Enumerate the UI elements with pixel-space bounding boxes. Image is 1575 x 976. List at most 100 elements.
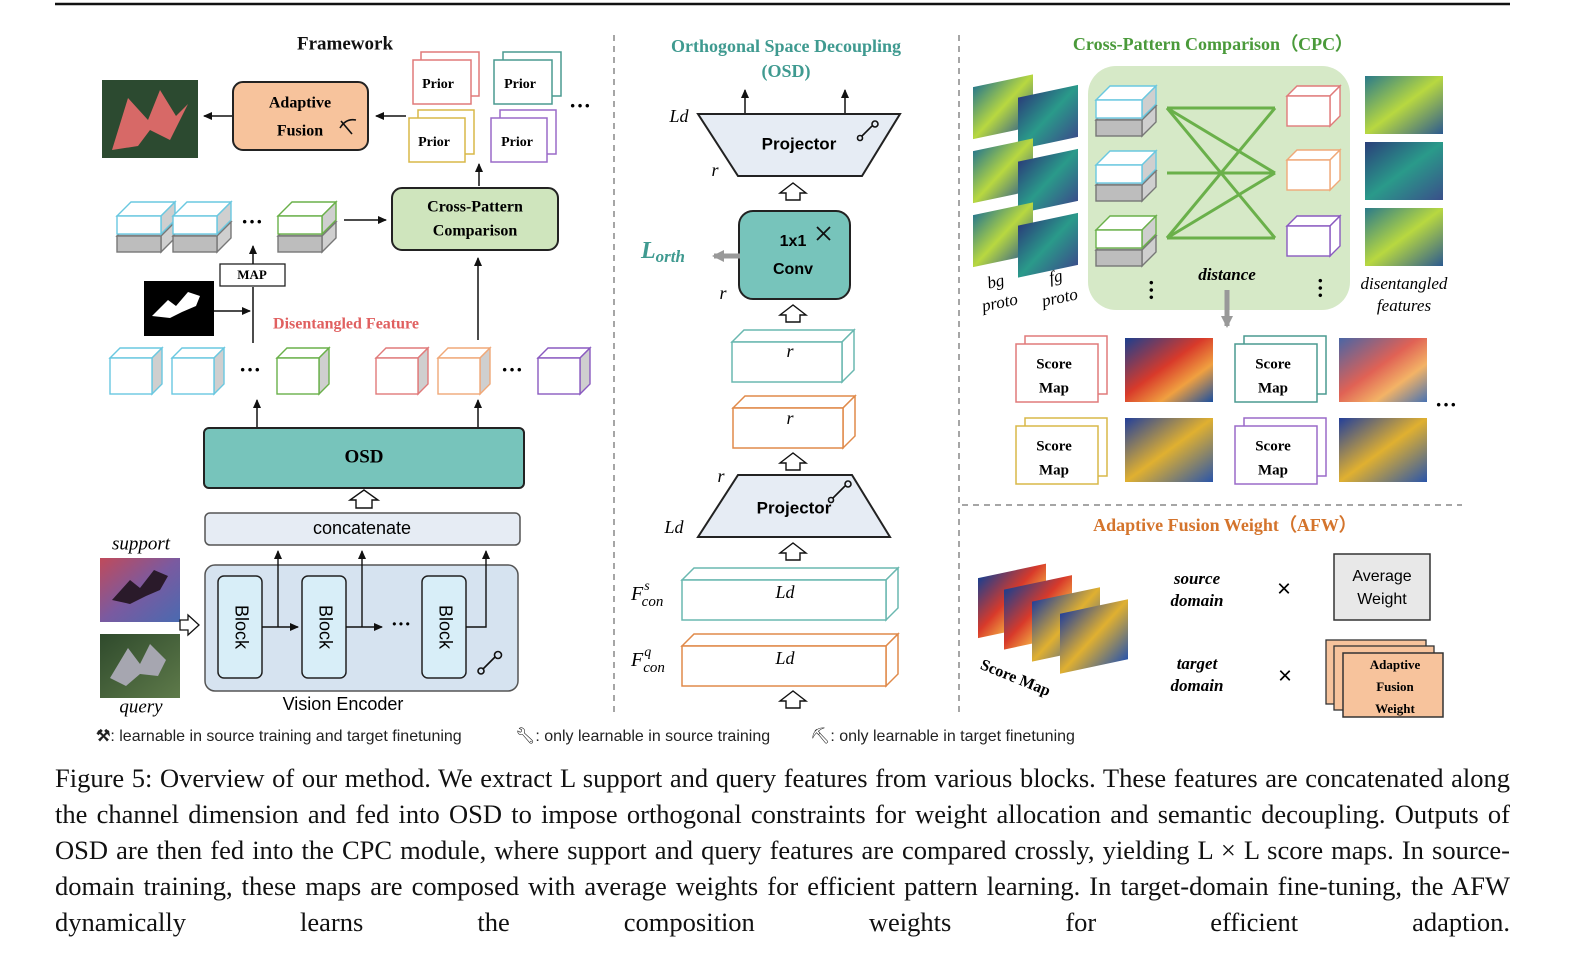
svg-text:r: r [786, 341, 794, 361]
legend-item-1: ⚒: learnable in source training and targ… [96, 728, 462, 745]
feature-cuboid-orange-r: r [731, 394, 857, 450]
score-heatmap-1 [1125, 338, 1213, 402]
svg-text:Ld: Ld [774, 648, 795, 668]
svg-text:Ld: Ld [663, 517, 684, 537]
score-map-purple: Score Map [1234, 417, 1327, 485]
osd-title-line1: Orthogonal Space Decoupling [671, 36, 901, 56]
score-heatmap-4 [1339, 418, 1427, 482]
disentangled-feature-label: Disentangled Feature [273, 316, 419, 333]
disentangled-cube-2 [170, 346, 226, 396]
svg-text:Score: Score [1036, 438, 1072, 454]
prior-stack-purple: Prior [490, 109, 557, 163]
cross-comparison-lines [1165, 106, 1277, 240]
proto-ellipsis: ··· [241, 209, 263, 234]
svg-text:Score: Score [1255, 438, 1291, 454]
cross-pattern-box [391, 187, 559, 251]
projector-top [696, 113, 902, 177]
prototype-cube-row [115, 200, 338, 254]
hammer-wrench-icon [816, 226, 831, 241]
block-2: Block [301, 575, 347, 679]
pickaxe-icon: ⛏︎ [810, 728, 831, 745]
left-cube-ellipsis: ··· [239, 357, 261, 382]
query-image [100, 634, 180, 698]
block-1: Block [217, 575, 263, 679]
svg-text:Ld: Ld [668, 106, 689, 126]
projector-bottom-label: Projector [757, 498, 832, 517]
svg-text:target: target [1177, 654, 1219, 673]
osd-box [203, 427, 525, 489]
svg-text:r: r [719, 283, 727, 303]
prior-ellipsis: ··· [569, 93, 591, 118]
svg-text:domain: domain [1171, 676, 1224, 695]
cpc-cube-top-1 [1094, 84, 1158, 120]
wrench-icon [856, 120, 879, 142]
disentangled-cube-4 [374, 346, 430, 396]
svg-text:×: × [1277, 575, 1291, 602]
feature-cuboid-query: Ld [680, 632, 900, 688]
svg-text:Average: Average [1352, 568, 1411, 585]
conv-line1: 1x1 [780, 233, 807, 250]
disentangled-cube-3 [275, 346, 331, 396]
disentangled-cube-1 [108, 346, 164, 396]
score-heatmap-3 [1125, 418, 1213, 482]
proto-cube-top-1 [115, 200, 177, 236]
query-label: query [119, 696, 163, 717]
svg-text:Map: Map [1258, 462, 1288, 478]
svg-text:Block: Block [231, 605, 251, 650]
cpc-left-cube-stacks [1094, 84, 1158, 268]
svg-text:···: ··· [1435, 392, 1457, 417]
support-label: support [112, 533, 171, 554]
hammer-wrench-icon: ⚒ [96, 728, 111, 745]
osd-label: OSD [344, 446, 383, 467]
svg-text:Weight: Weight [1375, 701, 1415, 716]
disentangled-features-line1: disentangled [1361, 274, 1448, 293]
svg-text:r: r [786, 408, 794, 428]
adaptive-fusion-line1: Adaptive [269, 95, 331, 112]
cross-pattern-line1: Cross-Pattern [427, 199, 523, 216]
svg-text:Block: Block [315, 605, 335, 650]
svg-text:source: source [1173, 569, 1221, 588]
disentangled-cube-6 [536, 346, 592, 396]
proto-cube-top-3 [276, 200, 338, 236]
svg-text:Prior: Prior [501, 135, 533, 150]
average-weight-box: Average Weight [1333, 553, 1431, 621]
score-map-yellow: Score Map [1015, 417, 1108, 485]
conv-box [738, 210, 851, 300]
disentangled-feature-maps [1365, 76, 1443, 266]
wrench-icon [477, 650, 503, 675]
svg-text:···: ··· [1139, 279, 1164, 301]
input-hollow-arrow [179, 613, 200, 637]
svg-text:Prior: Prior [504, 77, 536, 92]
svg-text:×: × [1278, 662, 1292, 689]
svg-text:Prior: Prior [422, 77, 454, 92]
map-label: MAP [237, 267, 267, 282]
legend-item-3: ⛏︎: only learnable in target finetuning [810, 728, 1075, 745]
disentangled-cube-5 [436, 346, 492, 396]
prior-stack-yellow: Prior [408, 109, 475, 163]
disentangled-cube-row [108, 346, 592, 396]
svg-text:Map: Map [1258, 380, 1288, 396]
cpc-cube-top-2 [1094, 149, 1158, 185]
svg-text:Weight: Weight [1357, 591, 1407, 608]
adaptive-fusion-weight-box: Adaptive Fusion Weight [1325, 639, 1444, 718]
svg-text:domain: domain [1171, 591, 1224, 610]
svg-text:Adaptive: Adaptive [1370, 657, 1421, 672]
figure-diagram: Framework Adaptive Fusion Prior Prior Pr… [55, 2, 1510, 718]
prior-stack-teal: Prior [493, 51, 562, 105]
pickaxe-icon [339, 118, 357, 135]
svg-text:Ld: Ld [774, 582, 795, 602]
afw-score-map-label: Score Map [978, 657, 1053, 700]
projector-top-label: Projector [762, 134, 837, 153]
svg-text:Map: Map [1039, 380, 1069, 396]
svg-text:Prior: Prior [418, 135, 450, 150]
framework-title: Framework [297, 33, 393, 54]
bg-fg-proto-images [973, 74, 1078, 278]
projector-bottom [696, 474, 892, 538]
feature-cuboid-teal-r: r [730, 328, 856, 384]
svg-text:Map: Map [1039, 462, 1069, 478]
disentangled-features-line2: features [1377, 296, 1432, 315]
osd-title-line2: (OSD) [762, 61, 811, 82]
svg-text:r: r [717, 466, 725, 486]
